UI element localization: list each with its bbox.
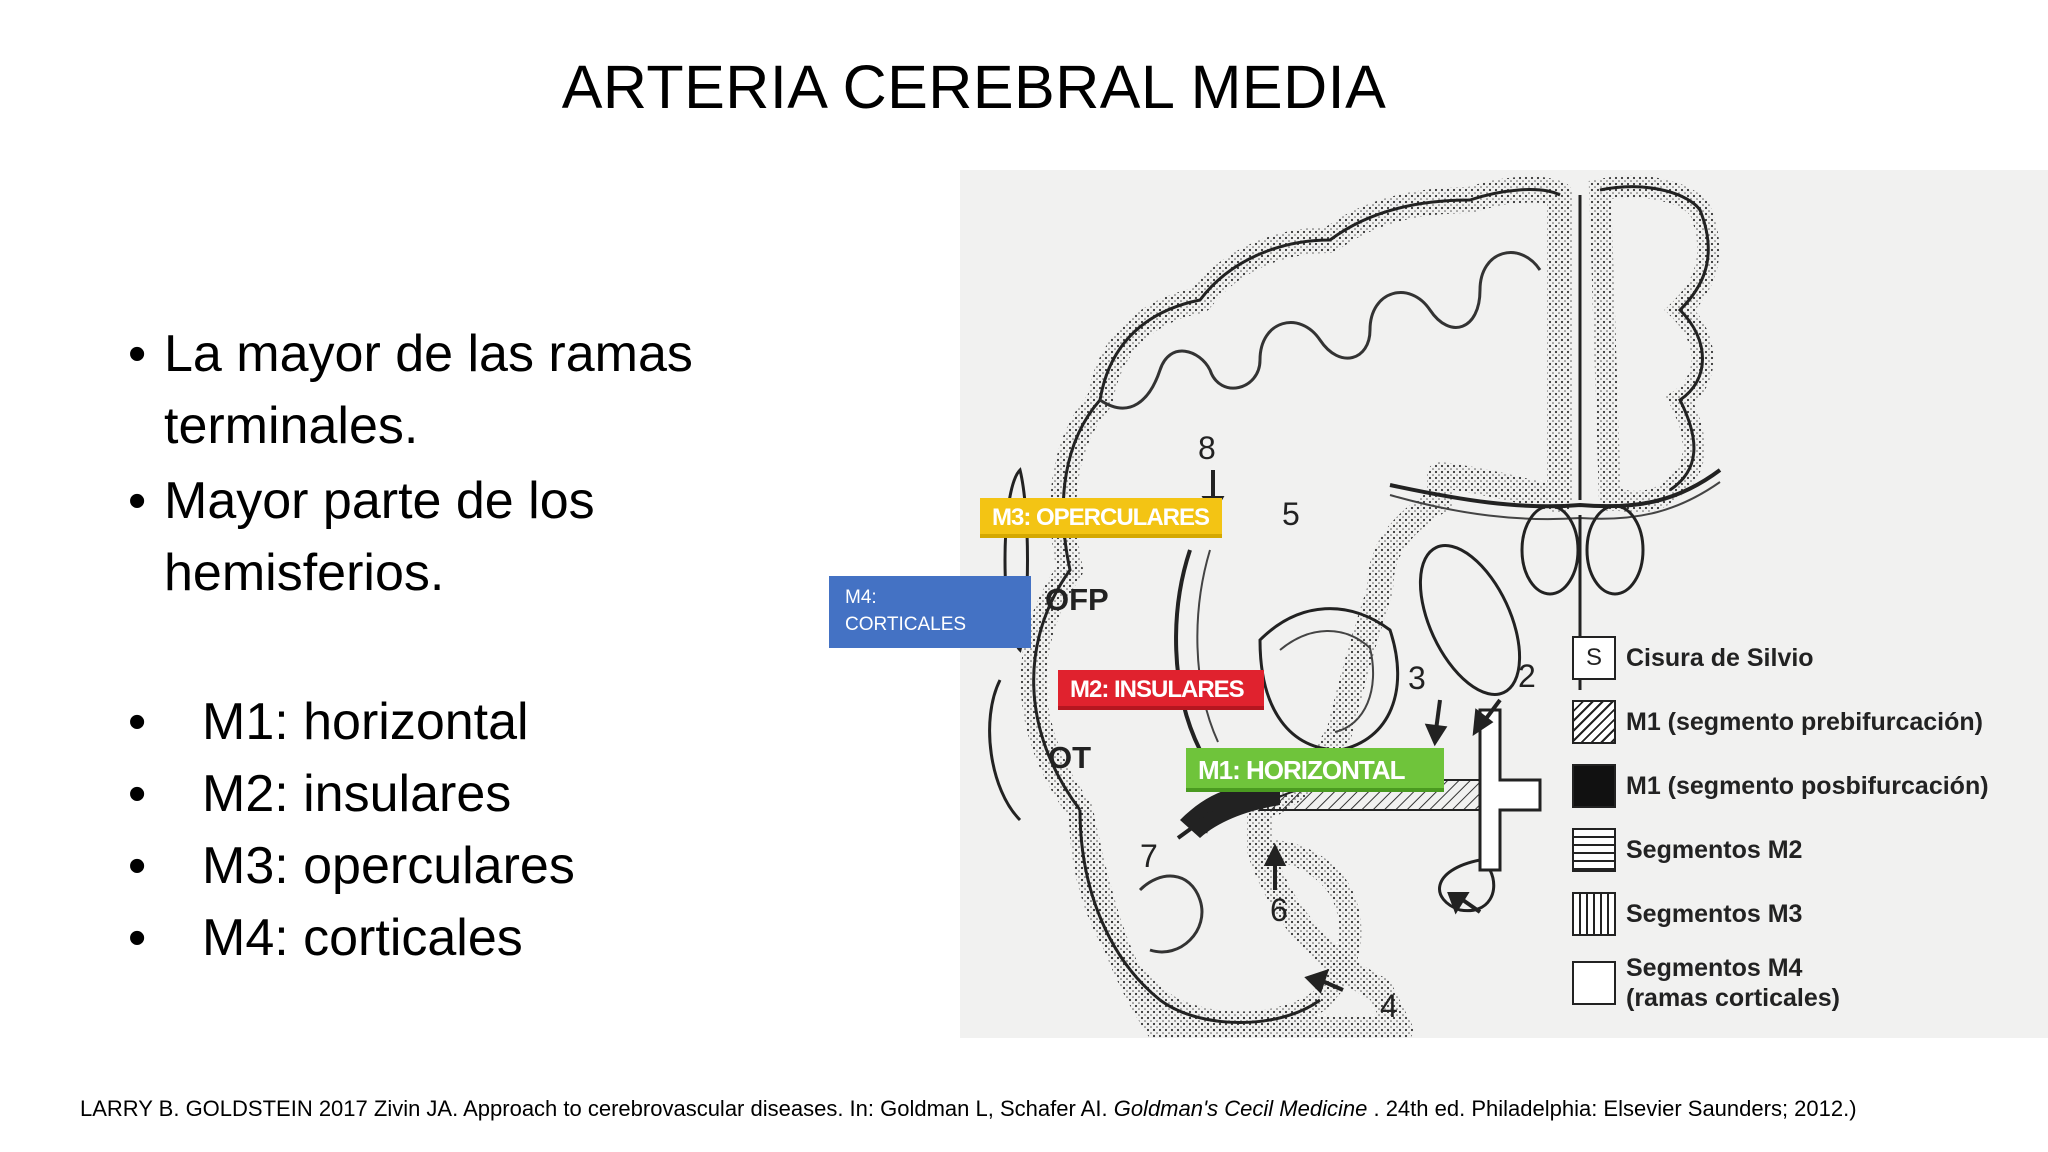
bullet-marker: • [128, 325, 147, 383]
bullet-text-line: terminales. [164, 397, 419, 455]
m4-tag-line: M4: [845, 587, 877, 608]
bullet-marker: • [128, 472, 147, 530]
bullet-text-line: Mayor parte de los [164, 472, 595, 530]
figure-number: 5 [1282, 496, 1300, 532]
legend-swatch-vertical-lines [1572, 892, 1616, 936]
legend-row: Segmentos M2 [1572, 818, 1989, 882]
m1-horizontal-tag: M1: HORIZONTAL [1186, 748, 1444, 792]
bullet-marker: • [128, 765, 147, 823]
bullet-item: • Mayor parte de los hemisferios. [128, 465, 828, 609]
figure-number: 6 [1270, 892, 1288, 928]
citation-text: LARRY B. GOLDSTEIN 2017 Zivin JA. Approa… [80, 1096, 1108, 1121]
figure-number: 2 [1518, 658, 1536, 694]
legend-swatch-sylvian: S [1572, 636, 1616, 680]
figure-number: 8 [1198, 430, 1216, 466]
segment-text: M3: operculares [202, 837, 575, 895]
legend-label: M1 (segmento prebifurcación) [1626, 707, 1983, 736]
legend-label: Cisura de Silvio [1626, 643, 1814, 672]
legend-label: Segmentos M3 [1626, 899, 1803, 928]
m2-insulares-tag: M2: INSULARES [1058, 670, 1264, 710]
m4-corticales-tag: M4: CORTICALES [829, 576, 1031, 648]
legend-swatch-solid [1572, 764, 1616, 808]
figure-number: 3 [1408, 660, 1426, 696]
brain-diagram: OFP OT 1 2 3 4 5 6 7 8 [960, 170, 2048, 1038]
m4-tag-line: CORTICALES [845, 614, 967, 635]
bullet-text-line: hemisferios. [164, 544, 445, 602]
legend-swatch-hatched [1572, 700, 1616, 744]
legend-label-line: Segmentos M4 [1626, 954, 1803, 982]
bullet-marker: • [128, 837, 147, 895]
figure-number: 4 [1380, 988, 1398, 1024]
citation-book-title: Goldman's Cecil Medicine [1113, 1096, 1368, 1121]
legend-row: Segmentos M4 (ramas corticales) [1572, 946, 1989, 1020]
legend-row: Segmentos M3 [1572, 882, 1989, 946]
segment-text: M4: corticales [202, 909, 523, 967]
legend-row: M1 (segmento posbifurcación) [1572, 754, 1989, 818]
legend-swatch-letter: S [1585, 644, 1602, 671]
region-label-ofp: OFP [1045, 582, 1109, 617]
segment-text: M2: insulares [202, 765, 512, 823]
figure-legend: S Cisura de Silvio M1 (segmento prebifur… [1572, 626, 1989, 1020]
citation: LARRY B. GOLDSTEIN 2017 Zivin JA. Approa… [80, 1096, 1857, 1122]
legend-label: Segmentos M4 (ramas corticales) [1626, 953, 1840, 1013]
legend-label: Segmentos M2 [1626, 835, 1803, 864]
legend-swatch-empty [1572, 961, 1616, 1005]
citation-text: . 24th ed. Philadelphia: Elsevier Saunde… [1373, 1096, 1857, 1121]
slide-title: ARTERIA CEREBRAL MEDIA [561, 53, 1387, 121]
brain-illustration [988, 175, 1722, 1038]
segment-bullet-list: • M1: horizontal • M2: insulares • M3: o… [128, 686, 575, 974]
region-label-ot: OT [1048, 740, 1092, 775]
bullet-marker: • [128, 693, 147, 751]
bullet-text-line: La mayor de las ramas [164, 325, 693, 383]
segment-item: • M4: corticales [128, 902, 575, 974]
segment-text: M1: horizontal [202, 693, 529, 751]
bullet-marker: • [128, 909, 147, 967]
legend-swatch-horizontal-lines [1572, 828, 1616, 872]
intro-bullet-list: • La mayor de las ramas terminales. • Ma… [128, 318, 828, 612]
segment-item: • M1: horizontal [128, 686, 575, 758]
legend-label: M1 (segmento posbifurcación) [1626, 771, 1989, 800]
m3-operculares-tag: M3: OPERCULARES [980, 498, 1222, 538]
segment-item: • M3: operculares [128, 830, 575, 902]
legend-label-line: (ramas corticales) [1626, 984, 1841, 1012]
legend-row: S Cisura de Silvio [1572, 626, 1989, 690]
bullet-item: • La mayor de las ramas terminales. [128, 318, 828, 462]
segment-item: • M2: insulares [128, 758, 575, 830]
legend-row: M1 (segmento prebifurcación) [1572, 690, 1989, 754]
figure-number: 7 [1140, 838, 1158, 874]
